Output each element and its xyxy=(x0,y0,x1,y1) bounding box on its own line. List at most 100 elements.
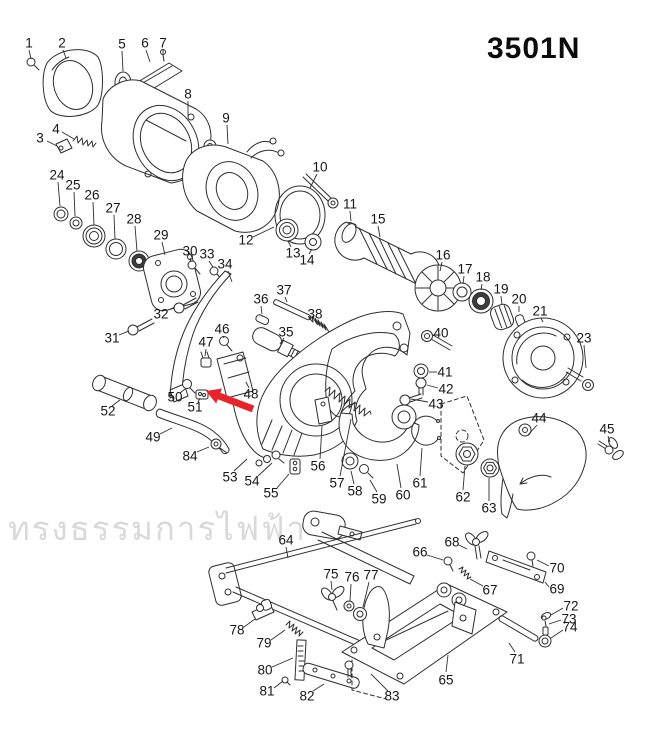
part-9-field xyxy=(182,137,285,233)
leader-line-65 xyxy=(445,654,449,673)
part-label-18: 18 xyxy=(475,270,490,285)
leader-line-67 xyxy=(469,578,484,587)
leader-line-28 xyxy=(134,225,138,252)
part-82-bar xyxy=(302,645,387,700)
part-label-9: 9 xyxy=(222,111,230,126)
part-label-84: 84 xyxy=(182,449,198,464)
leader-line-5 xyxy=(121,50,124,72)
leader-line-26 xyxy=(92,201,95,226)
leader-line-60 xyxy=(396,463,402,489)
part-66-screw xyxy=(443,556,454,572)
highlight-arrow xyxy=(206,388,255,413)
part-58-nut xyxy=(341,452,359,470)
part-label-30: 30 xyxy=(182,244,197,259)
leader-line-48 xyxy=(245,381,250,389)
leader-line-75 xyxy=(330,580,333,591)
part-49-handle-tube xyxy=(155,408,230,455)
part-label-63: 63 xyxy=(481,501,496,516)
part-67-spring xyxy=(458,566,472,580)
part-label-59: 59 xyxy=(371,492,386,507)
part-label-55: 55 xyxy=(263,486,278,501)
part-31-bolt xyxy=(127,318,155,336)
part-52-pin xyxy=(92,374,157,412)
leader-line-14 xyxy=(308,248,313,255)
part-62-flange xyxy=(455,442,479,466)
part-75-wing-nut xyxy=(321,586,345,611)
part-12-baffle-ring xyxy=(274,185,326,245)
leader-line-2 xyxy=(62,49,67,59)
leader-line-27 xyxy=(113,214,116,240)
part-label-69: 69 xyxy=(549,582,564,597)
part-79-spring xyxy=(285,620,304,637)
part-42-screw xyxy=(415,377,427,396)
part-78-tee xyxy=(251,598,275,621)
leader-line-72 xyxy=(550,607,564,616)
part-27-ring xyxy=(105,238,127,260)
part-55-plate xyxy=(289,458,301,475)
part-label-27: 27 xyxy=(105,201,120,216)
part-51-clamp xyxy=(195,389,209,400)
part-70-screw xyxy=(526,551,536,567)
part-label-41: 41 xyxy=(437,365,452,380)
model-number: 3501N xyxy=(487,32,581,65)
part-label-3: 3 xyxy=(36,131,44,146)
leader-line-70 xyxy=(536,559,550,567)
part-41-nut xyxy=(413,363,429,379)
part-label-75: 75 xyxy=(323,567,338,582)
part-50-screw xyxy=(182,379,196,394)
part-24-ring xyxy=(53,206,69,222)
part-label-49: 49 xyxy=(145,430,160,445)
part-label-71: 71 xyxy=(509,652,524,667)
part-25-ring xyxy=(69,216,83,230)
leader-line-66 xyxy=(426,554,444,561)
part-label-74: 74 xyxy=(562,620,578,635)
part-38-spring xyxy=(308,315,331,337)
part-48-switch-plate xyxy=(216,351,254,399)
part-label-17: 17 xyxy=(457,262,472,277)
part-21-bearing-box-cover xyxy=(502,317,584,399)
part-label-47: 47 xyxy=(198,335,213,350)
part-19-sleeve xyxy=(489,303,515,331)
leader-line-59 xyxy=(369,479,378,493)
part-label-66: 66 xyxy=(412,545,427,560)
leader-line-40 xyxy=(431,334,436,337)
part-label-14: 14 xyxy=(299,253,315,268)
leader-line-50 xyxy=(179,388,186,394)
leader-line-42 xyxy=(426,384,439,389)
lead-wire xyxy=(232,402,271,467)
leader-line-44 xyxy=(527,424,538,436)
part-label-5: 5 xyxy=(118,37,126,52)
part-label-50: 50 xyxy=(167,390,182,405)
leader-line-81 xyxy=(273,680,284,689)
leader-line-61 xyxy=(419,447,423,477)
part-46-screw xyxy=(219,336,233,352)
part-label-4: 4 xyxy=(52,122,60,137)
part-8-motor-housing xyxy=(100,79,212,184)
leader-line-9 xyxy=(226,124,229,145)
part-14-washer xyxy=(304,233,322,251)
base-hinge-knuckles xyxy=(436,582,477,635)
part-label-32: 32 xyxy=(153,307,168,322)
part-label-64: 64 xyxy=(278,533,294,548)
part-label-77: 77 xyxy=(363,568,378,583)
leader-line-76 xyxy=(349,583,352,602)
part-label-29: 29 xyxy=(153,228,168,243)
part-label-46: 46 xyxy=(214,322,229,337)
part-label-43: 43 xyxy=(428,397,443,412)
leader-line-83 xyxy=(370,673,389,692)
part-label-1: 1 xyxy=(25,36,33,51)
leader-line-6 xyxy=(145,49,151,63)
leader-line-18 xyxy=(480,283,483,291)
part-label-15: 15 xyxy=(370,212,385,227)
part-label-76: 76 xyxy=(344,570,359,585)
part-36-pin xyxy=(255,314,270,326)
part-68-wing-bolt xyxy=(465,531,489,560)
part-13-bearing xyxy=(275,218,299,242)
part-17-washer xyxy=(452,282,472,302)
leader-line-79 xyxy=(270,629,286,641)
leader-line-53 xyxy=(233,458,248,472)
part-label-23: 23 xyxy=(576,331,591,346)
part-30-screw xyxy=(187,260,201,275)
part-2-handle-cover xyxy=(42,49,103,117)
part-label-20: 20 xyxy=(511,292,526,307)
